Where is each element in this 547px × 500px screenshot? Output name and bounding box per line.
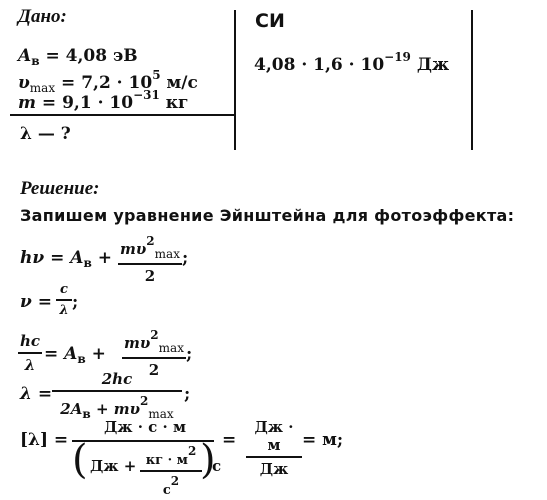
given-header: Дано: [18, 6, 67, 27]
units-denominator-joule: Дж + [90, 457, 137, 475]
equation-wavelength: λ = [20, 384, 53, 404]
eq4-end: ; [184, 384, 191, 404]
units-simplified-fraction: Дж · м Дж [246, 418, 302, 478]
units-paren-open: ( [72, 437, 88, 483]
si-value: 4,08 · 1,6 · 10−19 Дж [254, 50, 450, 75]
units-numerator: Дж · с · м [104, 418, 186, 436]
given-mass: m = 9,1 · 10−31 кг [18, 88, 189, 113]
given-find: λ — ? [20, 124, 71, 144]
units-fraction-bar [72, 440, 214, 442]
units-equals: = [222, 430, 237, 450]
eq3-end: ; [186, 344, 193, 364]
units-paren-close: ) [200, 437, 216, 483]
fraction-kinetic-energy-1: mυ2max 2 [118, 234, 182, 285]
solution-header: Решение: [20, 178, 100, 199]
equation-einstein: hν = Aв + [20, 248, 112, 270]
solution-intro: Запишем уравнение Эйнштейна для фотоэффе… [20, 206, 515, 225]
fraction-kinetic-energy-2: mυ2max 2 [122, 328, 186, 379]
table-divider-left [234, 10, 236, 150]
units-inner-fraction: кг · м2 с2 [140, 444, 202, 498]
given-work-function: Aв = 4,08 эВ [18, 46, 138, 68]
equation-frequency: ν = [20, 292, 52, 312]
eq2-end: ; [72, 292, 79, 312]
given-separator [10, 114, 236, 116]
eq1-end: ; [182, 248, 189, 268]
fraction-c-over-lambda: c λ [56, 282, 72, 318]
si-header: СИ [255, 10, 285, 32]
units-denominator-second: с [212, 457, 222, 475]
equation-substituted: = Aв + [44, 344, 106, 366]
units-result: = м; [302, 430, 344, 450]
fraction-wavelength: 2hc 2Aв + mυ2max [52, 370, 182, 421]
fraction-hc-over-lambda: hc λ [18, 332, 42, 374]
table-divider-right [471, 10, 473, 150]
given-max-velocity: υmax = 7,2 · 105 м/с [18, 68, 198, 95]
equation-units: [λ] = [20, 430, 69, 450]
